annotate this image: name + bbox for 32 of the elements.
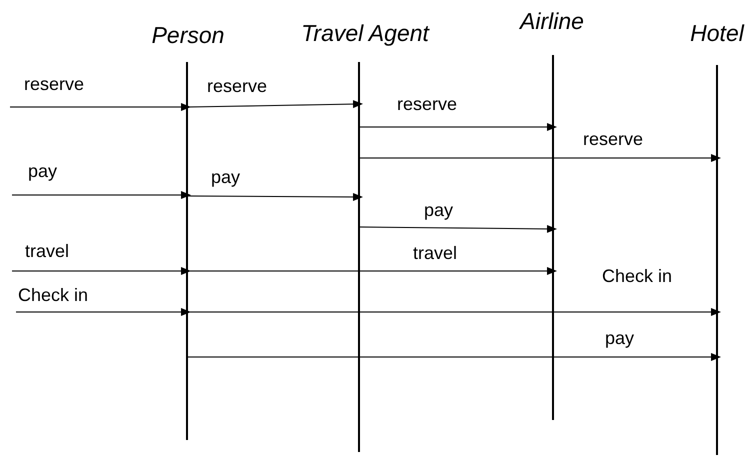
- message-label: reserve: [583, 129, 644, 149]
- lifeline: [358, 62, 360, 452]
- participant-name: Travel Agent: [301, 20, 429, 46]
- message-label: pay: [28, 161, 58, 181]
- message-arrow: [188, 267, 557, 275]
- participant-name: Hotel: [690, 20, 744, 46]
- message-arrow: [360, 224, 557, 233]
- participant-name: Person: [152, 22, 224, 48]
- message-label: pay: [605, 328, 634, 348]
- message-arrow: [188, 100, 363, 108]
- message-label: Check in: [18, 285, 88, 305]
- participant-name: Airline: [520, 8, 584, 34]
- message-label: Check in: [602, 266, 672, 286]
- message-arrow: [12, 267, 191, 275]
- message-arrow: [12, 191, 191, 199]
- message-arrow: [360, 123, 557, 131]
- message-arrow: [16, 308, 191, 316]
- message-label: reserve: [397, 94, 458, 114]
- lifeline: [186, 62, 188, 440]
- message-arrow: [188, 353, 721, 361]
- message-label: travel: [25, 241, 70, 261]
- lifeline: [552, 55, 554, 420]
- message-label: travel: [413, 243, 458, 263]
- message-arrow: [10, 103, 191, 111]
- message-arrow: [188, 192, 363, 201]
- message-arrow: [188, 308, 721, 316]
- message-label: reserve: [24, 74, 84, 94]
- message-label: reserve: [207, 76, 268, 96]
- message-label: pay: [211, 167, 240, 187]
- lifeline: [716, 65, 718, 455]
- message-label: pay: [424, 200, 454, 220]
- message-arrow: [360, 154, 721, 162]
